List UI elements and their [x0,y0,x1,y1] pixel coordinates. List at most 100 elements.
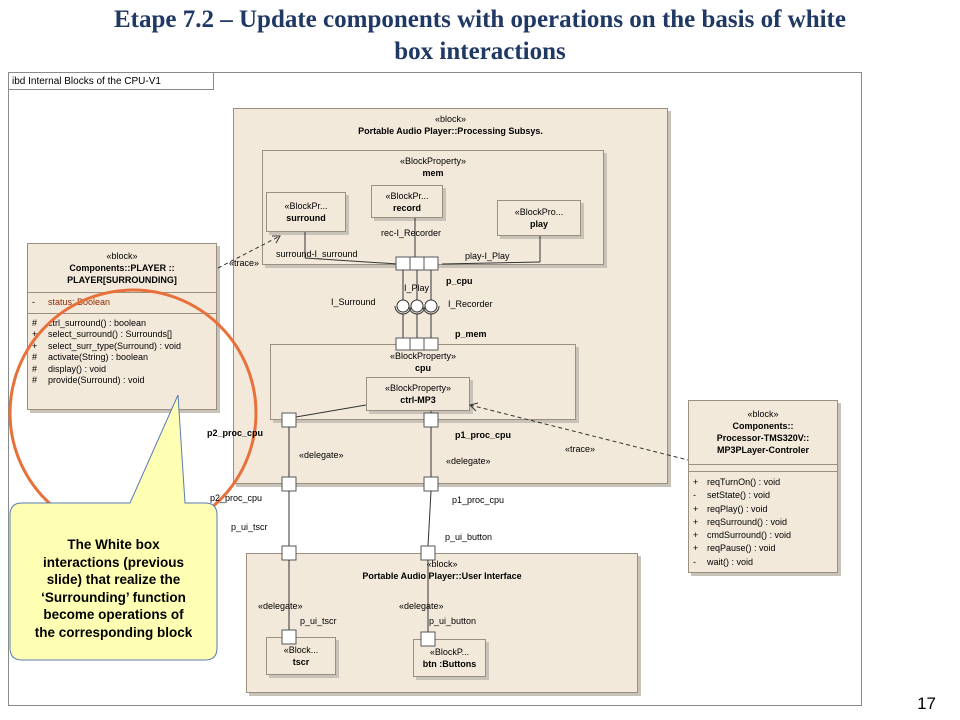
processor-operation-row: + reqPause() : void [693,542,837,555]
play-name: play [529,219,548,229]
player-operation-row: #display() : void [32,364,216,376]
attr-visibility: - [32,297,35,307]
op-text: select_surround() : Surrounds[] [48,329,173,339]
op-text: setState() : void [707,490,771,501]
op-text: wait() : void [707,556,754,567]
processing-name: Portable Audio Player::Processing Subsys… [358,126,543,136]
p1-proc-cpu-label-lower: p1_proc_cpu [452,495,505,505]
delegate-label-3: «delegate» [258,601,303,611]
play-connector-label: play-I_Play [465,251,510,261]
processor-name-2: Processor-TMS320V:: [716,433,810,443]
port-p1-proc-cpu-lower[interactable] [423,476,439,492]
delegate-label-1: «delegate» [299,450,344,460]
slide-title: Etape 7.2 – Update components with opera… [0,4,960,68]
port-p-cpu-1[interactable] [395,256,411,271]
port-p1-proc-cpu-upper[interactable] [423,412,439,428]
processor-operation-row: -wait() : void [693,556,837,569]
p-ui-tscr-label-upper: p_ui_tscr [231,522,268,532]
port-p2-proc-cpu-lower[interactable] [281,476,297,492]
port-p-ui-button-upper[interactable] [420,545,436,561]
op-text: provide(Surround) : void [48,375,145,385]
interface-ball-3 [424,299,438,313]
interface-socket-3 [422,305,440,315]
surround-connector-label: surround-I_surround [276,249,358,259]
callout-line: The White box [67,537,160,552]
op-text: activate(String) : boolean [48,352,149,362]
op-visibility: + [693,477,699,487]
interface-ball-1 [396,299,410,313]
tscr-stereotype: «Block... [283,645,319,655]
interface-socket-2 [408,305,426,315]
processor-operation-row: -setState() : void [693,489,837,502]
cpu-stereotype: «BlockProperty» [389,351,457,361]
play-property[interactable]: «BlockPro... play [497,200,581,236]
player-operation-row: +select_surr_type(Surround) : void [32,341,216,353]
port-p-ui-tscr-upper[interactable] [281,545,297,561]
op-visibility: + [693,543,699,554]
op-visibility: # [32,317,38,328]
port-p-mem-2[interactable] [409,337,425,351]
delegate-label-2: «delegate» [446,456,491,466]
surround-stereotype: «BlockPr... [284,201,328,211]
page-number: 17 [917,694,936,713]
player-operation-row: +select_surround() : Surrounds[] [32,329,216,341]
tscr-property[interactable]: «Block... tscr [266,637,336,675]
processor-separator-1 [689,464,837,465]
op-visibility: - [693,490,696,501]
mem-name: mem [422,168,444,178]
interface-ball-2 [410,299,424,313]
frame-label: ibd Internal Blocks of the CPU-V1 [8,72,214,90]
record-property[interactable]: «BlockPr... record [371,185,443,218]
op-text: reqTurnOn() : void [707,477,781,487]
port-p-mem-1[interactable] [395,337,411,351]
i-recorder-label: I_Recorder [448,299,493,309]
callout-shape [9,394,218,661]
port-p-cpu-2[interactable] [409,256,425,271]
processor-operation-row: +cmdSurround() : void [693,529,837,542]
op-visibility: # [32,352,38,362]
processor-separator-2 [689,471,837,472]
processor-name-1: Components:: [732,421,794,431]
player-operation-row: # activate(String) : boolean [32,352,216,364]
port-p-ui-button-lower[interactable] [420,631,436,647]
port-p-cpu-3[interactable] [423,256,439,271]
ctrl-mp3-property[interactable]: «BlockProperty» ctrl-MP3 [366,377,470,411]
p-cpu-label: p_cpu [446,276,473,286]
p1-proc-cpu-label-upper: p1_proc_cpu [455,430,512,440]
processor-operation-row: + reqSurround() : void [693,516,837,529]
i-play-label: I_Play [404,283,430,293]
trace-arrow-surround [272,235,281,244]
port-p-mem-3[interactable] [423,337,439,351]
trace-line-processor [469,404,689,461]
title-line-1: Etape 7.2 – Update components with opera… [114,6,846,33]
processing-stereotype: «block» [434,114,467,124]
trace-label-1: «trace» [229,258,260,268]
port-p2-proc-cpu-upper[interactable] [281,412,297,428]
callout-line: ‘Surrounding’ function [41,589,186,605]
op-text: reqPlay() : void [707,503,768,514]
processor-block[interactable]: «block» Components:: Processor-TMS320V::… [688,400,838,573]
player-name-2: PLAYER[SURROUNDING] [67,275,177,285]
op-visibility: + [693,516,699,527]
callout-line: slide) that realize the [46,572,181,587]
player-block[interactable]: «block» Components::PLAYER :: PLAYER[SUR… [27,243,217,410]
player-operation-row: #provide(Surround) : void [32,375,216,387]
port-p-ui-tscr-lower[interactable] [281,629,297,645]
record-stereotype: «BlockPr... [385,191,429,201]
processor-name-3: MP3PLayer-Controler [716,445,810,455]
op-visibility: + [32,340,38,351]
i-surround-label: I_Surround [331,297,376,307]
p-ui-tscr-label-lower: p_ui_tscr [300,616,337,626]
processor-operations: + reqTurnOn() : void -setState() : void +… [689,472,837,569]
processor-stereotype: «block» [747,409,779,419]
processor-operation-row: + reqTurnOn() : void [693,476,837,489]
op-visibility: + [693,503,699,514]
player-name-1: Components::PLAYER :: [69,263,175,273]
op-text: ctrl_surround() : boolean [48,317,147,328]
surround-property[interactable]: «BlockPr... surround [266,192,346,232]
op-visibility: # [32,363,38,374]
op-text: reqPause() : void [707,543,776,554]
op-text: reqSurround() : void [707,516,788,527]
p-mem-label: p_mem [455,329,487,339]
